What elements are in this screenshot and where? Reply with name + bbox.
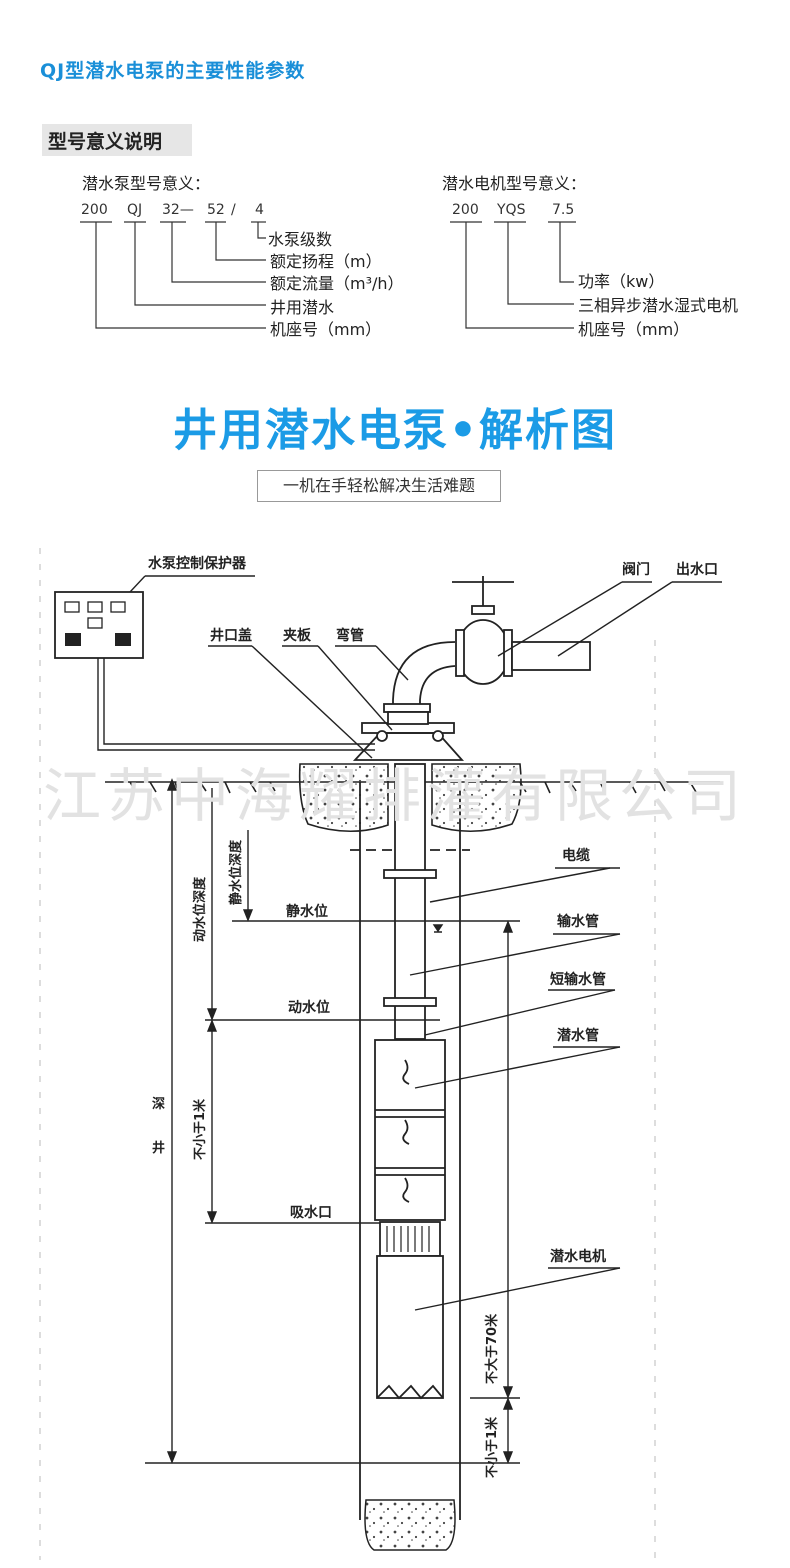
- label-static-level: 静水位: [286, 903, 328, 920]
- pump-token-stages: 4: [255, 202, 264, 218]
- label-dynamic-depth: 动水位深度: [192, 876, 208, 942]
- model-connector-lines: [80, 221, 576, 329]
- label-static-depth: 静水位深度: [228, 839, 244, 905]
- page-title: QJ型潜水电泵的主要性能参数: [40, 60, 306, 82]
- label-delivery-pipe: 输水管: [557, 913, 599, 930]
- motor-meaning-type: 三相异步潜水湿式电机: [578, 296, 739, 315]
- label-clamp: 夹板: [283, 627, 312, 644]
- label-elbow: 弯管: [336, 627, 364, 644]
- subtitle-box: 一机在手轻松解决生活难题: [257, 470, 501, 502]
- label-min-1m-upper: 不小于1米: [192, 1098, 208, 1160]
- label-cable: 电缆: [562, 847, 590, 864]
- label-outlet: 出水口: [676, 561, 718, 578]
- motor-meaning-base: 机座号（mm）: [578, 320, 690, 339]
- label-well-cover: 井口盖: [210, 627, 252, 644]
- pump-meaning-flow: 额定流量（m³/h）: [270, 274, 404, 293]
- label-min-1m-lower: 不小于1米: [484, 1416, 500, 1478]
- label-submersible-pipe: 潜水管: [557, 1027, 599, 1044]
- water-level-lines: [145, 920, 520, 1464]
- label-controller: 水泵控制保护器: [148, 555, 247, 572]
- label-dynamic-level: 动水位: [288, 999, 330, 1016]
- motor-meaning-power: 功率（kw）: [578, 272, 665, 291]
- motor-token-base: 200: [452, 202, 479, 218]
- label-intake: 吸水口: [290, 1204, 332, 1221]
- label-max-70m: 不大于70米: [484, 1313, 500, 1384]
- motor-model-label: 潜水电机型号意义：: [442, 174, 587, 193]
- well-bottom-gravel: [364, 1499, 456, 1551]
- label-short-pipe: 短输水管: [550, 971, 606, 988]
- pump-token-type: QJ: [127, 202, 143, 218]
- motor-token-power: 7.5: [552, 202, 575, 218]
- controller-box: [54, 591, 144, 659]
- pump-model-label: 潜水泵型号意义：: [82, 174, 211, 193]
- well-casing: [350, 782, 470, 1520]
- outlet-assembly: [383, 576, 591, 713]
- pump-token-slash: /: [231, 202, 236, 218]
- section-tag: 型号意义说明: [42, 124, 192, 156]
- pump-meaning-base: 机座号（mm）: [270, 320, 382, 339]
- pump-token-head: 52: [207, 202, 225, 218]
- pump-token-flow: 32—: [162, 202, 194, 218]
- pump-meaning-stages: 水泵级数: [268, 230, 333, 249]
- well-head-concrete: [298, 763, 522, 833]
- section-tag-label: 型号意义说明: [48, 131, 163, 153]
- pump-body: [374, 1039, 446, 1400]
- label-motor: 潜水电机: [550, 1248, 606, 1265]
- leader-lines: [129, 575, 722, 1311]
- diagram-subtitle: 一机在手轻松解决生活难题: [282, 476, 475, 495]
- label-well-depth-1: 井: [152, 1140, 165, 1156]
- label-well-depth-2: 深: [152, 1096, 165, 1112]
- label-valve: 阀门: [622, 561, 650, 578]
- pump-token-base: 200: [81, 202, 108, 218]
- watermark: 江苏中海耀排灌有限公司: [43, 762, 747, 830]
- pump-meaning-head: 额定扬程（m）: [270, 252, 382, 271]
- dimension-arrows: [166, 778, 514, 1464]
- well-pump-diagram: 江苏中海耀排灌有限公司 水泵控制保护器 阀门 出水口 井口盖 夹板 弯管 电缆 …: [39, 548, 747, 1560]
- diagram-title: 井用潜水电泵•解析图: [172, 405, 618, 456]
- delivery-pipe: [383, 763, 437, 1040]
- motor-token-type: YQS: [497, 202, 526, 218]
- pump-meaning-well: 井用潜水: [270, 298, 335, 317]
- faint-guides: [39, 548, 656, 1560]
- clamp-and-cover: [352, 711, 465, 761]
